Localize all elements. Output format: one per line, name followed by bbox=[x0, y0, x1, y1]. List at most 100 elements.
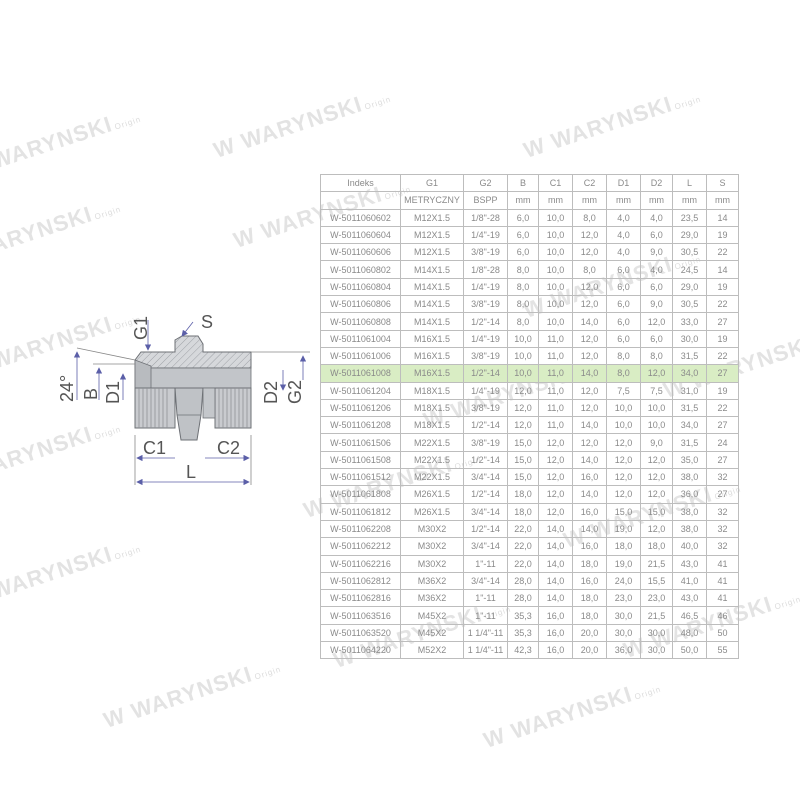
table-cell: 27 bbox=[706, 364, 739, 383]
table-cell: 12,0 bbox=[572, 243, 607, 262]
table-cell: 12,0 bbox=[606, 468, 641, 487]
table-cell: 14,0 bbox=[572, 364, 607, 383]
watermark-text: W WARYNSKIOrigin bbox=[0, 201, 123, 273]
table-cell: 18,0 bbox=[572, 554, 607, 573]
table-cell: 22,0 bbox=[507, 519, 539, 539]
table-cell: 22,0 bbox=[507, 537, 539, 556]
table-cell: 3/4"-14 bbox=[463, 571, 508, 591]
table-cell: 18,0 bbox=[507, 485, 539, 504]
dimension-lines bbox=[73, 320, 310, 486]
table-cell: M36X2 bbox=[400, 571, 464, 591]
table-cell: 12,0 bbox=[640, 519, 673, 539]
table-cell: 12,0 bbox=[538, 450, 573, 470]
table-cell: 15,0 bbox=[606, 502, 641, 521]
unit-cell: METRYCZNY bbox=[400, 191, 464, 210]
table-cell: M22X1.5 bbox=[400, 468, 464, 487]
table-cell: 8,0 bbox=[507, 312, 539, 331]
table-cell: 1/4"-19 bbox=[463, 277, 508, 297]
label-l: L bbox=[186, 462, 196, 482]
table-cell: 12,0 bbox=[572, 398, 607, 418]
table-cell: 27 bbox=[706, 312, 739, 331]
watermark-text: W WARYNSKIOrigin bbox=[0, 541, 143, 613]
header-cell: G2 bbox=[463, 173, 508, 193]
table-cell: 23,0 bbox=[606, 589, 641, 608]
table-cell: 11,0 bbox=[538, 381, 573, 400]
fitting-drawing: G1 S 24° B D1 D2 G2 C1 C2 L bbox=[57, 312, 310, 486]
table-cell: M16X1.5 bbox=[400, 329, 464, 348]
table-cell: M12X1.5 bbox=[400, 243, 464, 262]
table-cell: 8,0 bbox=[606, 346, 641, 366]
table-cell: 1/8"-28 bbox=[463, 260, 508, 279]
table-cell: 30,0 bbox=[606, 623, 641, 643]
table-cell: 19 bbox=[706, 277, 739, 297]
table-cell: W-5011061506 bbox=[320, 433, 401, 452]
table-cell: 12,0 bbox=[572, 295, 607, 314]
table-cell: 8,0 bbox=[572, 260, 607, 279]
table-cell: 14,0 bbox=[538, 589, 573, 608]
unit-cell bbox=[320, 191, 401, 210]
table-cell: 16,0 bbox=[538, 623, 573, 643]
table-cell: W-5011062816 bbox=[320, 589, 401, 608]
table-cell: 30,0 bbox=[672, 329, 707, 348]
table-cell: 8,0 bbox=[572, 208, 607, 227]
table-cell: 23,5 bbox=[672, 208, 707, 227]
table-cell: 12,0 bbox=[538, 502, 573, 521]
table-cell: 34,0 bbox=[672, 416, 707, 435]
table-cell: 46 bbox=[706, 606, 739, 625]
table-cell: M12X1.5 bbox=[400, 225, 464, 245]
table-cell: 14,0 bbox=[572, 519, 607, 539]
table-cell: 10,0 bbox=[507, 329, 539, 348]
table-cell: 16,0 bbox=[572, 537, 607, 556]
unit-cell: BSPP bbox=[463, 191, 508, 210]
table-cell: W-5011060606 bbox=[320, 243, 401, 262]
unit-cell: mm bbox=[672, 191, 707, 210]
table-cell: 50 bbox=[706, 623, 739, 643]
unit-cell: mm bbox=[640, 191, 673, 210]
table-cell: 8,0 bbox=[640, 346, 673, 366]
table-cell: 32 bbox=[706, 502, 739, 521]
table-cell: 34,0 bbox=[672, 364, 707, 383]
table-cell: 30,0 bbox=[640, 623, 673, 643]
table-cell: 40,0 bbox=[672, 537, 707, 556]
table-cell: 3/4"-14 bbox=[463, 468, 508, 487]
unit-cell: mm bbox=[606, 191, 641, 210]
table-cell: 10,0 bbox=[606, 416, 641, 435]
table-cell: 14 bbox=[706, 208, 739, 227]
table-cell: 1/8"-28 bbox=[463, 208, 508, 227]
table-cell: 41,0 bbox=[672, 571, 707, 591]
table-cell: 10,0 bbox=[538, 295, 573, 314]
table-cell: 7,5 bbox=[640, 381, 673, 400]
table-cell: 4,0 bbox=[640, 208, 673, 227]
table-cell: 10,0 bbox=[538, 208, 573, 227]
table-cell: M18X1.5 bbox=[400, 398, 464, 418]
table-cell: 35,3 bbox=[507, 623, 539, 643]
table-cell: 6,0 bbox=[507, 225, 539, 245]
table-cell: 9,0 bbox=[640, 295, 673, 314]
table-cell: M14X1.5 bbox=[400, 277, 464, 297]
table-cell: 1"-11 bbox=[463, 554, 508, 573]
table-cell: 16,0 bbox=[572, 571, 607, 591]
table-cell: 6,0 bbox=[640, 277, 673, 297]
table-cell: 29,0 bbox=[672, 277, 707, 297]
table-cell: M14X1.5 bbox=[400, 260, 464, 279]
table-cell: W-5011061206 bbox=[320, 398, 401, 418]
table-cell: 1/4"-19 bbox=[463, 381, 508, 400]
table-cell: M45X2 bbox=[400, 606, 464, 625]
table-cell: 3/8"-19 bbox=[463, 433, 508, 452]
header-cell: Indeks bbox=[320, 173, 401, 193]
table-cell: 1 1/4"-11 bbox=[463, 623, 508, 643]
table-cell: 32 bbox=[706, 468, 739, 487]
table-cell: 35,0 bbox=[672, 450, 707, 470]
table-cell: W-5011061808 bbox=[320, 485, 401, 504]
table-cell: 30,5 bbox=[672, 243, 707, 262]
watermark-text: W WARYNSKIOrigin bbox=[210, 91, 393, 163]
